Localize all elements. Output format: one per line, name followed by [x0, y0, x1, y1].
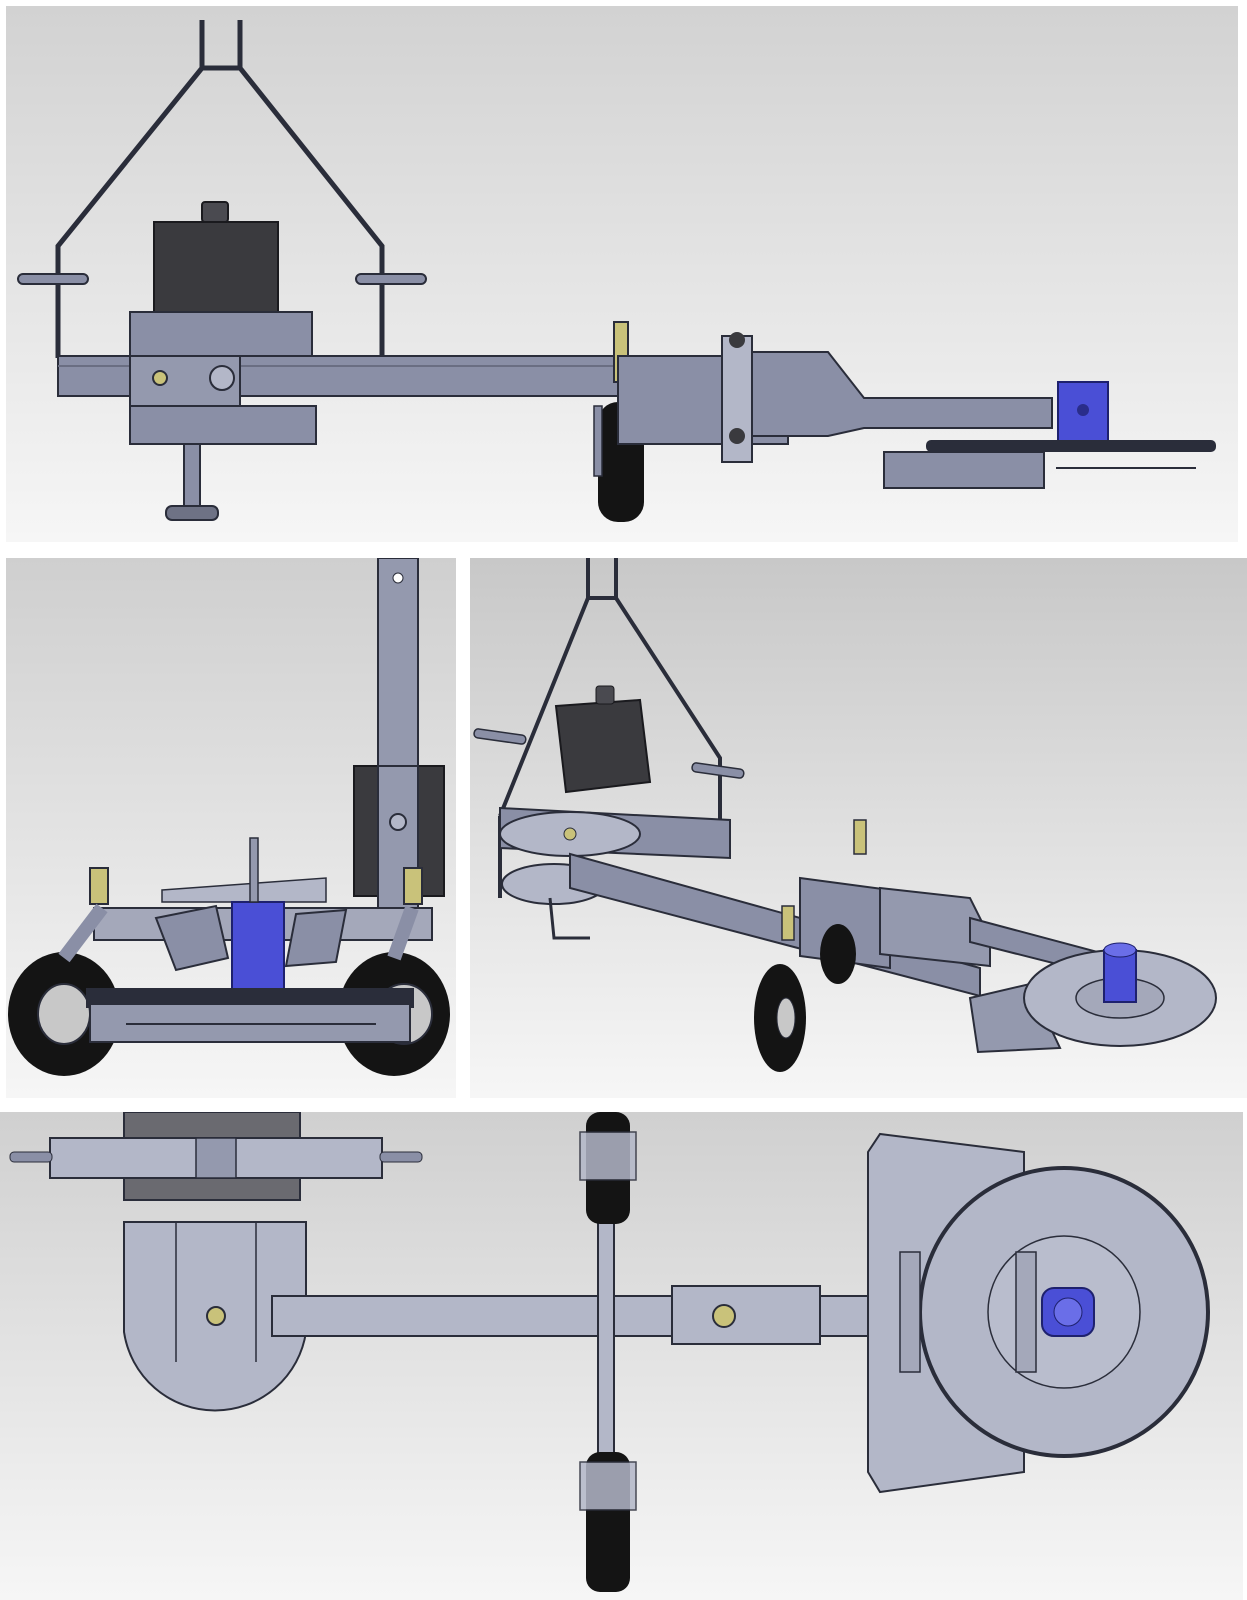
cutter-head — [968, 942, 1217, 1054]
hitch-pin — [473, 728, 527, 745]
side-view-drawing — [6, 6, 1238, 542]
pivot-bolt-icon — [206, 1306, 226, 1326]
cutter-head — [867, 1132, 1210, 1494]
pivot-bolt-icon — [152, 370, 168, 386]
hitch-pin — [691, 762, 745, 779]
cutter-deck — [86, 988, 414, 1043]
isometric-view-panel — [470, 558, 1247, 1098]
main-beam — [271, 1295, 677, 1337]
grease-fitting-icon — [853, 819, 867, 855]
front-view-panel — [6, 558, 456, 1098]
hydraulic-tank — [153, 201, 279, 315]
hitch-pins — [17, 273, 427, 285]
pivot-bolt-icon — [712, 1304, 736, 1328]
wheel-axle — [579, 1112, 637, 1592]
isometric-view-drawing — [470, 558, 1247, 1098]
mount-block — [129, 311, 317, 445]
front-view-drawing — [6, 558, 456, 1098]
telescopic-beam — [799, 876, 1121, 984]
top-view-drawing — [0, 1112, 1243, 1600]
center-wheel — [754, 905, 806, 1072]
clamp-bolt-icon — [729, 428, 745, 444]
support-leg — [165, 443, 219, 521]
three-point-hitch-frame — [55, 20, 385, 358]
grease-fitting-icon — [403, 867, 423, 905]
side-view-panel — [6, 6, 1238, 542]
mount-plate — [123, 1221, 307, 1412]
left-wheel — [8, 903, 120, 1076]
telescopic-beam — [617, 332, 1053, 463]
hitch-crossbar — [9, 1112, 423, 1201]
grease-fitting-icon — [89, 867, 109, 905]
top-view-panel — [0, 1112, 1243, 1600]
bearing-housing — [1103, 949, 1137, 1003]
clamp-bolt-icon — [729, 332, 745, 348]
hydraulic-tank — [554, 685, 652, 794]
cutter-head — [883, 381, 1216, 489]
